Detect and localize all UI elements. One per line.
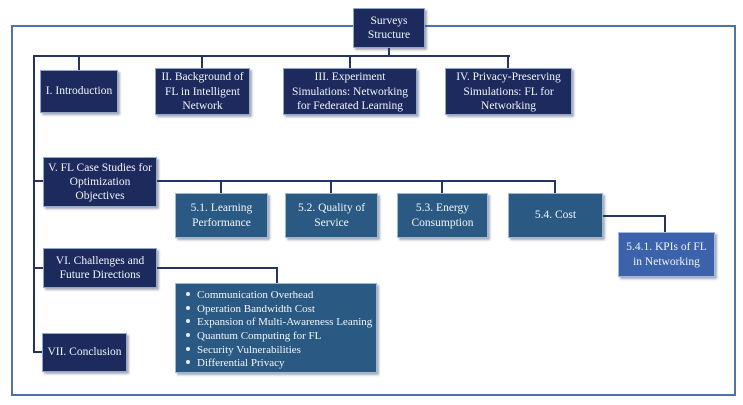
node-conclusion: VII. Conclusion — [42, 333, 127, 372]
challenge-item-label: Quantum Computing for FL — [197, 330, 322, 343]
connector-drop-experiment — [349, 57, 351, 68]
bullet-icon — [186, 292, 190, 296]
challenges-list-box: Communication Overhead Operation Bandwid… — [175, 283, 377, 373]
node-fl-case-studies: V. FL Case Studies for Optimization Obje… — [43, 157, 157, 207]
bullet-icon — [186, 305, 190, 310]
challenge-item-label: Differential Privacy — [197, 357, 285, 370]
node-experiment-simulations: III. Experiment Simulations: Networking … — [283, 68, 417, 115]
node-challenges-future: VI. Challenges and Future Directions — [43, 248, 157, 288]
list-item: Communication Overhead — [186, 289, 370, 303]
list-item: Differential Privacy — [186, 357, 370, 371]
connector-root-drop — [388, 48, 390, 57]
connector-challenges-h — [157, 267, 278, 269]
node-surveys-structure: Surveys Structure — [353, 8, 425, 48]
connector-stub-conclusion — [35, 351, 42, 353]
connector-drop-intro — [78, 57, 80, 70]
node-kpis-fl-networking: 5.4.1. KPIs of FL in Networking — [618, 232, 715, 277]
list-item: Expansion of Multi-Awareness Leaning — [186, 316, 373, 330]
bullet-icon — [186, 346, 190, 351]
bullet-icon — [186, 360, 190, 365]
connector-left-rail — [33, 55, 35, 353]
challenge-item-label: Expansion of Multi-Awareness Leaning — [197, 316, 373, 329]
connector-cost-v — [664, 215, 666, 232]
connector-drop-privacy — [507, 57, 509, 68]
connector-drop-52 — [330, 182, 332, 193]
list-item: Security Vulnerabilities — [186, 344, 370, 358]
challenge-item-label: Security Vulnerabilities — [197, 343, 301, 356]
connector-drop-53 — [441, 182, 443, 193]
connector-top-rail — [33, 55, 510, 57]
connector-drop-51 — [220, 182, 222, 193]
list-item: Quantum Computing for FL — [186, 330, 370, 344]
node-background-fl: II. Background of FL in Intelligent Netw… — [155, 68, 250, 115]
node-privacy-preserving: IV. Privacy-Preserving Simulations: FL f… — [445, 68, 572, 115]
node-energy-consumption: 5.3. Energy Consumption — [397, 193, 488, 238]
bullet-icon — [186, 333, 190, 338]
node-introduction: I. Introduction — [40, 70, 118, 113]
challenge-item-label: Communication Overhead — [197, 289, 314, 301]
node-learning-performance: 5.1. Learning Performance — [175, 193, 268, 238]
challenge-item-label: Operation Bandwidth Cost — [197, 302, 315, 315]
list-item: Operation Bandwidth Cost — [186, 303, 370, 317]
connector-challenges-v — [276, 267, 278, 283]
bullet-icon — [186, 319, 190, 324]
connector-rail-5x — [157, 180, 556, 182]
connector-drop-background — [201, 57, 203, 68]
connector-stub-challenges — [35, 267, 43, 269]
connector-cost-h — [603, 215, 666, 217]
connector-drop-54 — [554, 182, 556, 193]
connector-stub-case-studies — [35, 180, 43, 182]
node-cost: 5.4. Cost — [508, 193, 603, 238]
node-quality-of-service: 5.2. Quality of Service — [285, 193, 378, 238]
